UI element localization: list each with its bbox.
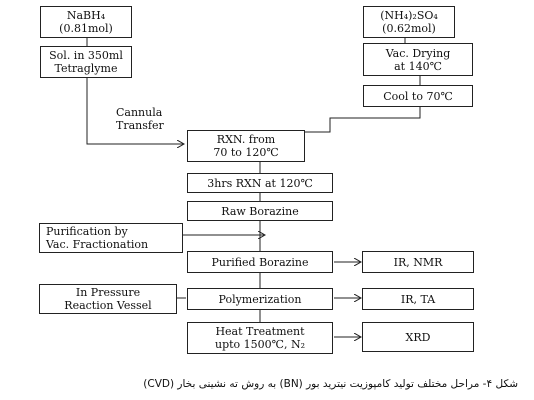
pressure-vessel-line-2: Reaction Vessel [64, 299, 152, 312]
purified-borazine-box: Purified Borazine [187, 251, 333, 273]
vac-drying-line-2: at 140℃ [394, 59, 442, 73]
raw-borazine-box: Raw Borazine [187, 201, 333, 221]
nabh4-line-1: NaBH₄ [66, 9, 106, 22]
vac-drying-box: Vac. Drying at 140℃ [363, 43, 473, 76]
pressure-vessel-line-1: In Pressure [75, 286, 141, 299]
rxn-from-line-2: 70 to 120℃ [213, 146, 279, 159]
cool-line-1: Cool to 70℃ [383, 89, 453, 103]
rxn-3hrs-box: 3hrs RXN at 120℃ [187, 173, 333, 193]
polymerization-line-1: Polymerization [218, 292, 302, 306]
ir-nmr-box: IR, NMR [362, 251, 474, 273]
rxn-3hrs-line-1: 3hrs RXN at 120℃ [207, 176, 313, 190]
cannula-line-2: Transfer [116, 119, 164, 132]
pressure-vessel-box: In Pressure Reaction Vessel [39, 284, 177, 314]
raw-borazine-line-1: Raw Borazine [221, 204, 299, 218]
solution-line-1: Sol. in 350ml [49, 49, 123, 62]
nabh4-line-2: (0.81mol) [59, 22, 113, 35]
purification-line-2: Vac. Fractionation [46, 238, 149, 251]
solution-box: Sol. in 350ml Tetraglyme [40, 46, 132, 78]
purification-box: Purification by Vac. Fractionation [39, 223, 183, 253]
ammonium-sulfate-line-2: (0.62mol) [382, 22, 436, 35]
heat-treatment-line-1: Heat Treatment [215, 325, 305, 338]
solution-line-2: Tetraglyme [54, 62, 118, 75]
ammonium-sulfate-box: (NH₄)₂SO₄ (0.62mol) [363, 6, 455, 38]
ir-nmr-line-1: IR, NMR [393, 255, 443, 269]
heat-treatment-box: Heat Treatment upto 1500℃, N₂ [187, 322, 333, 354]
xrd-line-1: XRD [405, 330, 431, 344]
nabh4-box: NaBH₄ (0.81mol) [40, 6, 132, 38]
cannula-transfer-label: Cannula Transfer [116, 106, 164, 132]
purified-borazine-line-1: Purified Borazine [211, 255, 309, 269]
cool-box: Cool to 70℃ [363, 85, 473, 107]
ammonium-sulfate-line-1: (NH₄)₂SO₄ [380, 9, 438, 22]
polymerization-box: Polymerization [187, 288, 333, 310]
xrd-box: XRD [362, 322, 474, 352]
rxn-from-box: RXN. from 70 to 120℃ [187, 130, 305, 162]
connector-cool-rxn [305, 107, 421, 133]
ir-ta-line-1: IR, TA [400, 292, 436, 306]
purification-line-1: Purification by [46, 225, 128, 238]
connector-cannula [86, 78, 184, 144]
vac-drying-line-1: Vac. Drying [385, 46, 451, 60]
heat-treatment-line-2: upto 1500℃, N₂ [215, 338, 305, 351]
cannula-line-1: Cannula [116, 106, 163, 119]
figure-caption: شکل ۴- مراحل مختلف تولید کامپوزیت نیترید… [143, 378, 518, 390]
rxn-from-line-1: RXN. from [216, 133, 276, 146]
ir-ta-box: IR, TA [362, 288, 474, 310]
